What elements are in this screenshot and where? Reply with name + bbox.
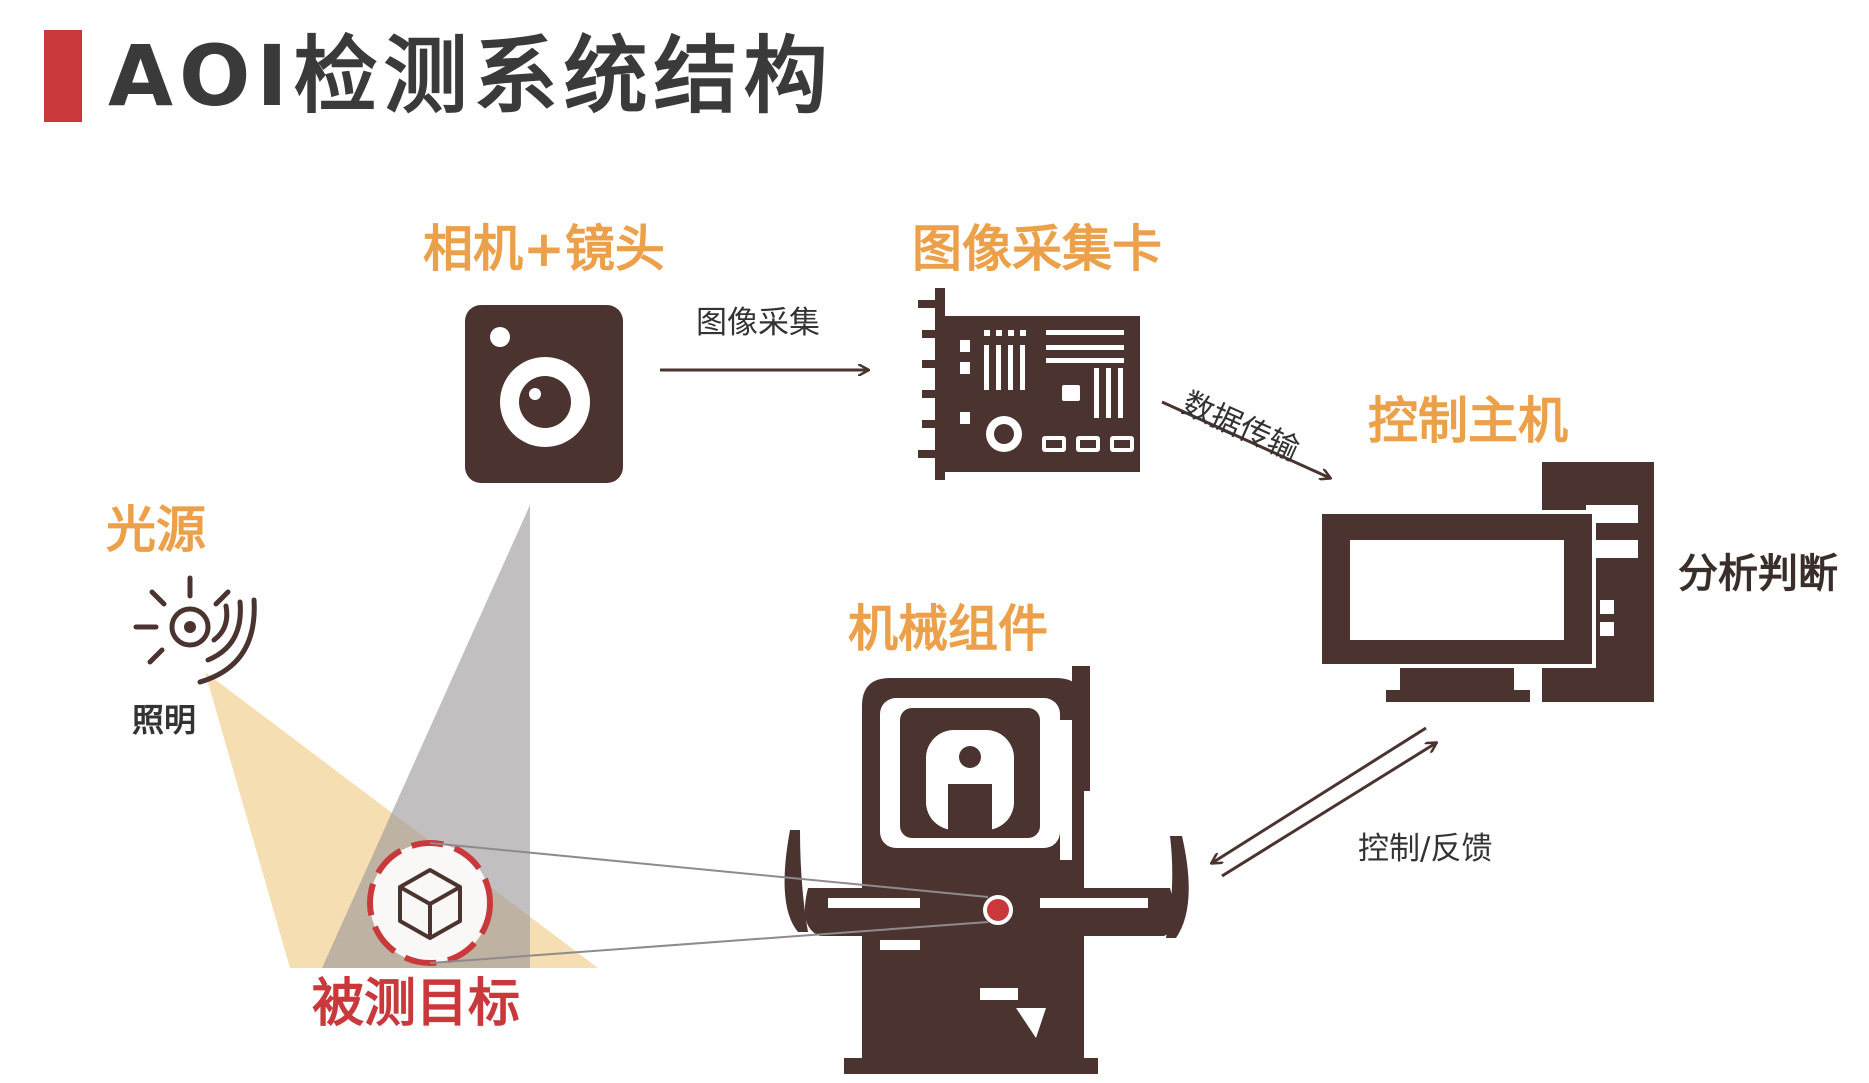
edge-label-capture: 图像采集 xyxy=(696,305,820,341)
edge-label-control: 控制/反馈 xyxy=(1358,831,1493,867)
edge-arrow-control-down xyxy=(1212,726,1427,863)
node-label-mechanical: 机械组件 xyxy=(848,600,1048,658)
title-accent-bar xyxy=(44,30,82,122)
light-bulb-icon xyxy=(133,575,257,685)
node-label-host: 控制主机 xyxy=(1368,392,1568,450)
target-link-bottom xyxy=(429,921,989,964)
camera-icon xyxy=(465,305,623,483)
circuit-board-icon xyxy=(918,288,1140,480)
node-label-target: 被测目标 xyxy=(312,974,521,1034)
inspection-point xyxy=(983,895,1013,925)
edge-arrow-transfer xyxy=(1161,400,1330,478)
machine-icon xyxy=(784,666,1189,1074)
page-title: AOI检测系统结构 xyxy=(108,27,834,125)
node-label-light: 光源 xyxy=(106,501,206,559)
node-label-analysis: 分析判断 xyxy=(1678,551,1838,597)
camera-beam xyxy=(322,505,530,968)
node-label-camera: 相机+镜头 xyxy=(423,220,665,278)
target-link-top xyxy=(429,842,989,898)
node-label-capture-card: 图像采集卡 xyxy=(912,220,1162,278)
node-sublabel-light: 照明 xyxy=(132,701,197,739)
edge-arrow-control-up xyxy=(1221,743,1436,878)
desktop-computer-icon xyxy=(1318,462,1654,702)
cube-icon xyxy=(367,840,493,966)
